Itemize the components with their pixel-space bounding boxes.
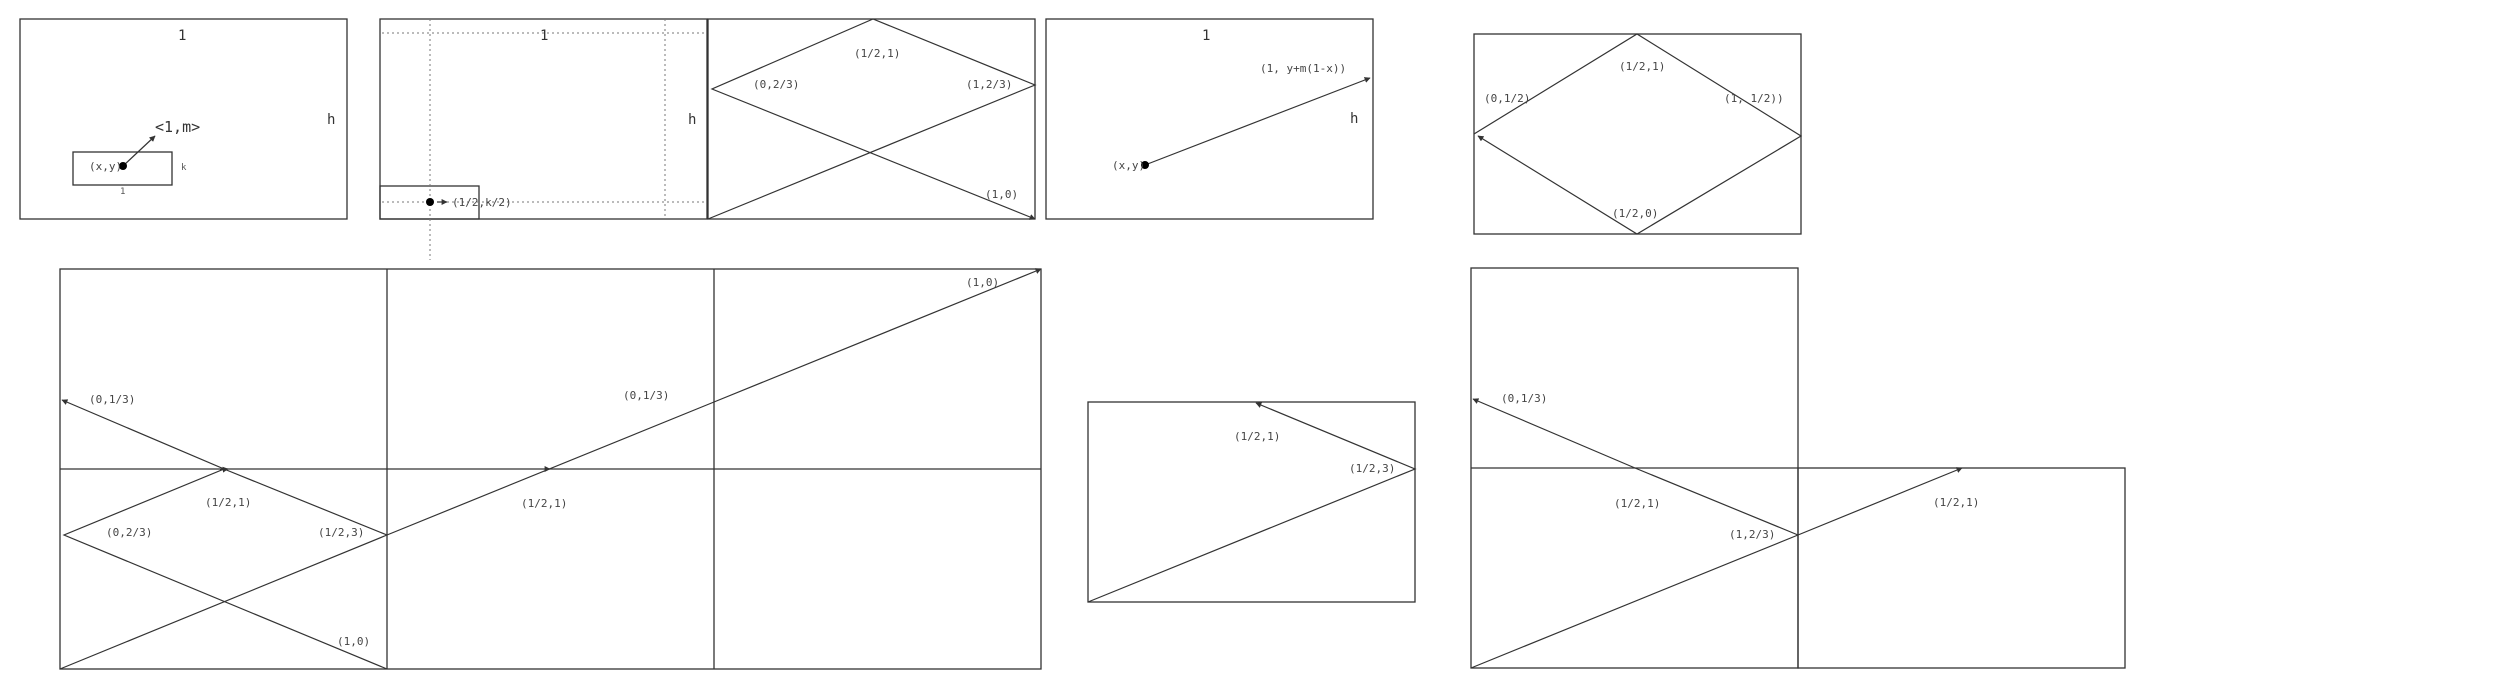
panel-7: (1/2,1) (1/2,3) (1087, 401, 1417, 603)
outer-rectangle (1087, 401, 1416, 603)
small-height-label: k (181, 163, 187, 173)
direction-label: <1,m> (155, 118, 200, 136)
arrow-marker-2 (219, 466, 229, 473)
height-label: h (327, 112, 335, 128)
point-label: (1/2,k/2) (452, 196, 512, 209)
label-right: (1/2,3) (1349, 462, 1395, 475)
center-point (426, 198, 434, 206)
label-corner: (1,2/3) (1729, 528, 1775, 541)
label-left-upper: (0,1/3) (89, 393, 135, 406)
label-bottom: (1/2,0) (1612, 207, 1658, 220)
label-right-lower: (1/2,3) (318, 526, 364, 539)
outer-rectangle (19, 18, 348, 220)
outer-rectangle (1045, 18, 1374, 220)
ray (1144, 77, 1371, 166)
panel-4: 1 h (x,y) (1, y+m(1-x)) (1045, 18, 1374, 220)
label-right: (1/2,1) (1933, 496, 1979, 509)
label-top: (1/2,1) (854, 47, 900, 60)
diamond-path (1473, 33, 1803, 235)
label-right: (1,2/3) (966, 78, 1012, 91)
label-center-left: (1/2,1) (205, 496, 251, 509)
label-middle-upper: (0,1/3) (623, 389, 669, 402)
label-upper-left: (0,1/3) (1501, 392, 1547, 405)
width-label: 1 (178, 28, 186, 44)
folded-path (1472, 398, 1799, 536)
label-bottom: (1,0) (337, 635, 370, 648)
label-left: (0,1/2) (1484, 92, 1530, 105)
panel-6: (1,0) (0,1/3) (0,1/3) (1/2,1) (0,2/3) (1… (59, 268, 1042, 670)
straight-path (1470, 467, 1963, 669)
end-label: (1, y+m(1-x)) (1260, 62, 1346, 75)
label-top-right: (1,0) (966, 276, 999, 289)
reflection-path (707, 18, 1037, 220)
label-top: (1/2,1) (1619, 60, 1665, 73)
small-box (72, 151, 173, 186)
label-left: (0,2/3) (753, 78, 799, 91)
label-left-lower: (0,2/3) (106, 526, 152, 539)
outer-rectangle (379, 18, 708, 220)
label-top: (1/2,1) (1234, 430, 1280, 443)
height-label: h (1350, 111, 1358, 127)
panel-2: 1 h (1/2,k/2) (379, 18, 708, 260)
folded-path-left (61, 399, 388, 670)
start-label: (x,y) (1112, 159, 1145, 172)
direction-arrow (122, 135, 156, 167)
folded-path-right (223, 468, 388, 536)
panel-5: (1/2,1) (0,1/2) (1, 1/2)) (1/2,0) (1473, 33, 1803, 235)
point-label: (x,y) (89, 160, 122, 173)
width-label: 1 (540, 28, 548, 44)
reflection-path (1087, 402, 1417, 603)
label-middle-left: (1/2,1) (1614, 497, 1660, 510)
panel-8: (0,1/3) (1/2,1) (1,2/3) (1/2,1) (1470, 267, 2126, 669)
height-label: h (688, 112, 696, 128)
label-right: (1, 1/2)) (1724, 92, 1784, 105)
panel-1: 1 h <1,m> (x,y) 1 k (19, 18, 348, 220)
small-width-label: 1 (120, 187, 125, 197)
label-middle-lower: (1/2,1) (521, 497, 567, 510)
panel-3: (1/2,1) (0,2/3) (1,2/3) (1,0) (707, 18, 1037, 220)
start-point (119, 162, 127, 170)
label-bottom: (1,0) (985, 188, 1018, 201)
start-point (1141, 161, 1149, 169)
width-label: 1 (1202, 28, 1210, 44)
